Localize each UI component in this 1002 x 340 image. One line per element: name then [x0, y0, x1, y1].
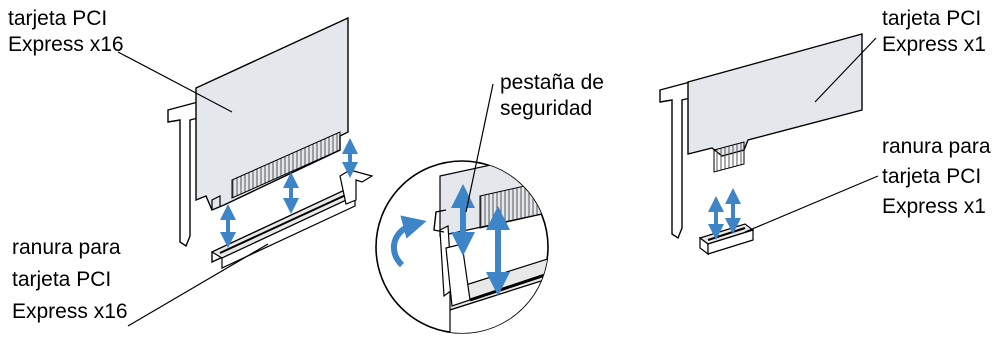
x16-insert-arrows: [220, 138, 358, 248]
x16-slot-illustration: [210, 169, 374, 269]
leader-card-x1: [814, 37, 877, 103]
leader-card-x16: [117, 51, 233, 113]
label-slot-x1: ranura para tarjeta PCI Express x1: [882, 135, 991, 218]
magnifier-detail: [375, 160, 549, 334]
x1-card-illustration: [659, 33, 863, 240]
leader-lines: [117, 37, 879, 327]
x1-slot-illustration: [698, 223, 755, 256]
x1-card-body: [687, 33, 863, 157]
x16-card-bracket: [167, 101, 199, 248]
label-retention-tab: pestaña de seguridad: [500, 71, 604, 120]
x1-card-bracket: [659, 81, 691, 240]
label-card-x16: tarjeta PCI Express x16: [8, 7, 124, 56]
x1-insert-arrows: [708, 188, 741, 240]
release-rotation-arrow: [391, 215, 427, 268]
x16-slot-retention-tab: [339, 169, 374, 205]
leader-tab: [465, 83, 494, 213]
x1-card-fingers: [713, 141, 745, 173]
leader-slot-x16: [127, 243, 269, 327]
label-card-x1: tarjeta PCI Express x1: [882, 7, 986, 56]
label-slot-x16: ranura para tarjeta PCI Express x16: [12, 236, 128, 323]
x16-card-body: [195, 16, 349, 211]
x16-card-illustration: [167, 16, 349, 248]
x16-card-fingers: [231, 131, 341, 199]
leader-slot-x1: [744, 175, 879, 233]
